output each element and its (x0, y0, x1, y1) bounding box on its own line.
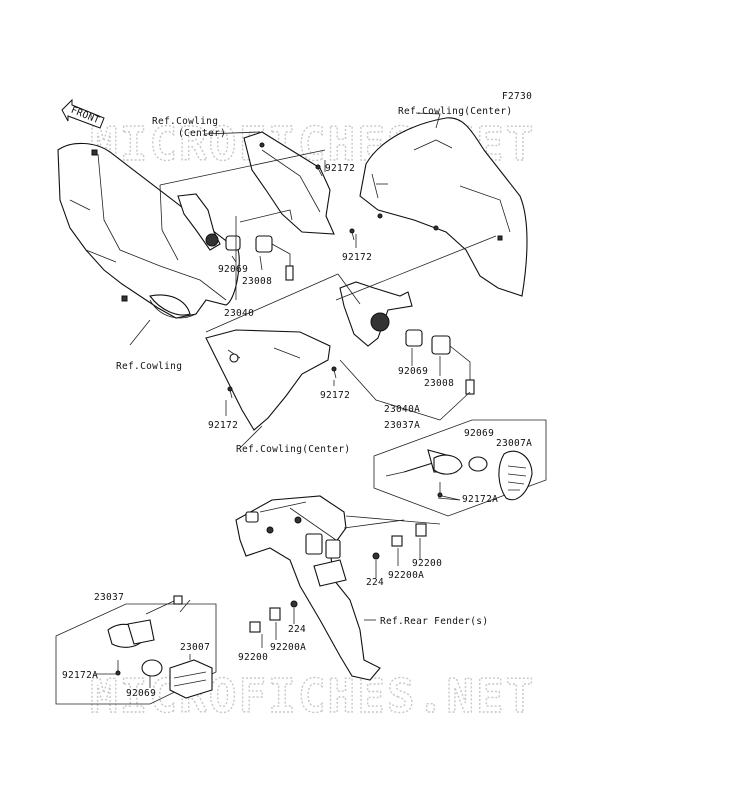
rear-fender-illustration (235, 495, 441, 681)
part-92200-a: 92200 (412, 558, 442, 569)
label-ref-cowling-center-top-1: Ref.Cowling (152, 116, 218, 127)
part-92200A-a: 92200A (388, 570, 424, 581)
center-cowling-lower-illustration (205, 329, 331, 431)
front-arrow-icon: FRONT (61, 98, 105, 129)
part-92200-b: 92200 (238, 652, 268, 663)
screw-icons (227, 164, 355, 399)
part-92172A-a: 92172A (462, 494, 498, 505)
watermark-bottom: MICROFICHES.NET (90, 669, 535, 723)
part-224-a: 224 (366, 577, 384, 588)
part-23037: 23037 (94, 592, 124, 603)
part-92172-b: 92172 (342, 252, 372, 263)
part-92172-a: 92172 (325, 163, 355, 174)
center-cowling-upper-illustration (243, 131, 335, 235)
part-92172-d: 92172 (208, 420, 238, 431)
part-23040: 23040 (224, 308, 254, 319)
fender-hardware (249, 523, 427, 648)
figure-code: F2730 (502, 91, 532, 102)
light-bracket-left (177, 193, 294, 281)
front-arrow-label: FRONT (69, 105, 101, 126)
part-23007: 23007 (180, 642, 210, 653)
part-92069-a: 92069 (218, 264, 248, 275)
label-ref-cowling-center-top-2: (Center) (178, 128, 226, 139)
leader-lines-lower (94, 497, 461, 688)
turn-signal-right-assembly (373, 419, 547, 517)
light-bracket-right (339, 281, 475, 395)
front-cowling-left-illustration (57, 142, 240, 319)
label-ref-rear-fender: Ref.Rear Fender(s) (380, 616, 488, 627)
part-92069-b: 92069 (398, 366, 428, 377)
part-92172A-b: 92172A (62, 670, 98, 681)
leader-lines-upper (129, 112, 497, 449)
part-23040A: 23040A (384, 404, 420, 415)
label-ref-cowling-center-right: Ref.Cowling(Center) (398, 106, 512, 117)
turn-signal-left-assembly (55, 595, 217, 705)
part-23008-a: 23008 (242, 276, 272, 287)
part-23008-b: 23008 (424, 378, 454, 389)
label-ref-cowling-left: Ref.Cowling (116, 361, 182, 372)
label-ref-cowling-center-bottom: Ref.Cowling(Center) (236, 444, 350, 455)
part-23007A: 23007A (496, 438, 532, 449)
part-92172-c: 92172 (320, 390, 350, 401)
part-92200A-b: 92200A (270, 642, 306, 653)
part-92069-c: 92069 (464, 428, 494, 439)
part-23037A: 23037A (384, 420, 420, 431)
center-cowling-right-illustration (359, 117, 528, 297)
part-224-b: 224 (288, 624, 306, 635)
part-92069-d: 92069 (126, 688, 156, 699)
